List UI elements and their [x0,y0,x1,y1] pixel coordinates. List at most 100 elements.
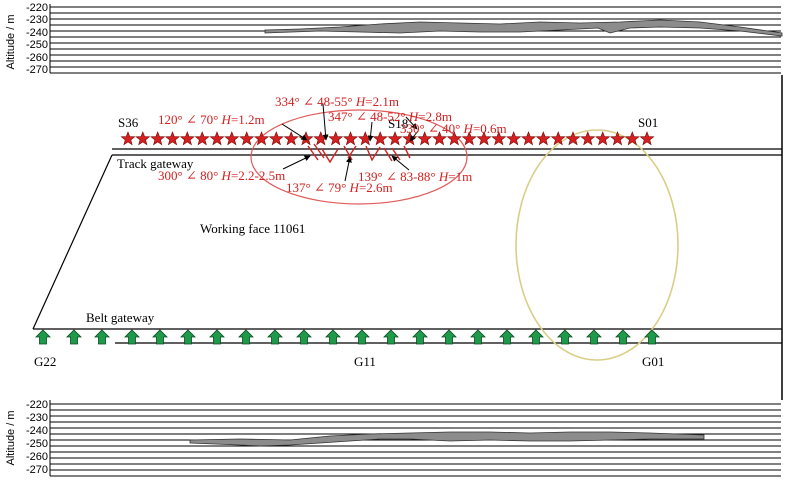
top-profile-ylabel: Altitude / m [5,14,17,69]
plan-view: S36 S01 S18 Track gateway Working face 1… [32,75,783,400]
star-icon [506,131,522,146]
up-arrow-icon [152,329,168,345]
star-icon [565,131,581,146]
label-working-face: Working face 11061 [200,221,305,236]
label-s36: S36 [118,115,139,130]
star-icon [446,131,462,146]
up-arrow-icon [325,329,341,345]
star-icon [194,131,210,146]
bottom-coal-seam [189,431,705,447]
annotation-5: 300° ∠ 80° H=2.2-2.5m [158,168,285,183]
up-arrow-icon [35,329,51,345]
fracture-marks [307,143,411,164]
label-belt-gateway: Belt gateway [86,310,155,325]
bottom-profile-ticks: -220 -230 -240 -250 -260 -270 [26,399,48,476]
top-tick-5: -260 [26,52,48,64]
top-profile-ticks: -220 -230 -240 -250 -260 -270 [26,2,48,76]
star-icon [372,131,388,146]
bottom-tick-6: -270 [26,464,48,476]
star-icon [120,131,136,146]
star-icon [520,131,537,146]
leader-arrows [281,103,419,182]
star-icon [476,131,492,146]
geophone-arrows [35,329,660,345]
star-icon [535,131,551,146]
annotation-2: 120° ∠ 70° H=1.2m [158,112,265,127]
label-g11: G11 [354,354,376,369]
up-arrow-icon [383,329,399,345]
star-icon [239,131,255,146]
fracture-annotations: 334° ∠ 48-55° H=2.1m 120° ∠ 70° H=1.2m 3… [158,94,507,195]
bottom-tick-4: -250 [26,438,48,450]
up-arrow-icon [354,329,370,345]
bottom-tick-2: -230 [26,412,48,424]
top-tick-6: -270 [26,64,48,76]
star-icon [387,131,403,146]
star-icon [580,131,596,146]
annotation-1: 334° ∠ 48-55° H=2.1m [275,94,399,109]
star-icon [342,131,359,146]
label-track-gateway: Track gateway [117,156,194,171]
red-influence-ellipse [250,109,468,205]
annotation-6: 137° ∠ 79° H=2.6m [286,180,393,195]
up-arrow-icon [209,329,225,345]
top-tick-3: -240 [26,27,48,39]
annotation-3: 347° ∠ 48-52° H=2.8m [328,109,452,124]
top-tick-2: -230 [26,14,48,26]
station-stars [120,131,655,146]
star-icon [550,131,566,146]
star-icon [135,131,151,146]
up-arrow-icon [238,329,254,345]
label-s01: S01 [638,115,658,130]
annotation-4: 330° ∠ 40° H=0.6m [400,121,507,136]
star-icon [639,131,655,146]
star-icon [224,131,240,146]
up-arrow-icon [615,329,631,345]
label-g22: G22 [34,354,56,369]
bottom-profile-ylabel: Altitude / m [5,410,17,465]
up-arrow-icon [586,329,602,345]
bottom-tick-5: -260 [26,451,48,463]
star-icon [150,131,166,146]
star-icon [283,131,299,146]
up-arrow-icon [124,329,140,345]
top-tick-4: -250 [26,39,48,51]
star-icon [417,131,433,146]
annotation-7: 139° ∠ 83-88° H=1m [358,169,472,184]
up-arrow-icon [644,329,660,345]
star-icon [298,131,314,146]
up-arrow-icon [441,329,457,345]
up-arrow-icon [94,329,110,345]
up-arrow-icon [296,329,312,345]
bottom-tick-3: -240 [26,425,48,437]
bottom-profile: Altitude / m -220 -230 -240 -250 -260 -2… [5,399,781,477]
up-arrow-icon [557,329,573,345]
up-arrow-icon [66,329,82,345]
star-icon [179,131,195,146]
up-arrow-icon [528,329,544,345]
open-off-cut [32,154,113,330]
label-s18: S18 [388,116,408,131]
star-icon [624,131,640,146]
yellow-influence-ellipse [515,129,679,361]
star-icon [431,131,448,146]
star-icon [491,131,507,146]
top-tick-1: -220 [26,2,48,14]
up-arrow-icon [499,329,515,345]
bottom-tick-1: -220 [26,399,48,411]
label-g01: G01 [642,354,664,369]
up-arrow-icon [267,329,283,345]
star-icon [268,131,284,146]
top-profile: Altitude / m -220 -230 -240 -250 -260 -2… [5,2,783,76]
up-arrow-icon [180,329,196,345]
star-icon [328,131,344,146]
star-icon [461,131,477,146]
top-coal-seam [264,19,783,37]
star-icon [253,131,270,146]
top-profile-gridlines [49,4,781,74]
star-icon [595,131,611,146]
up-arrow-icon [470,329,486,345]
star-icon [209,131,225,146]
up-arrow-icon [412,329,428,345]
